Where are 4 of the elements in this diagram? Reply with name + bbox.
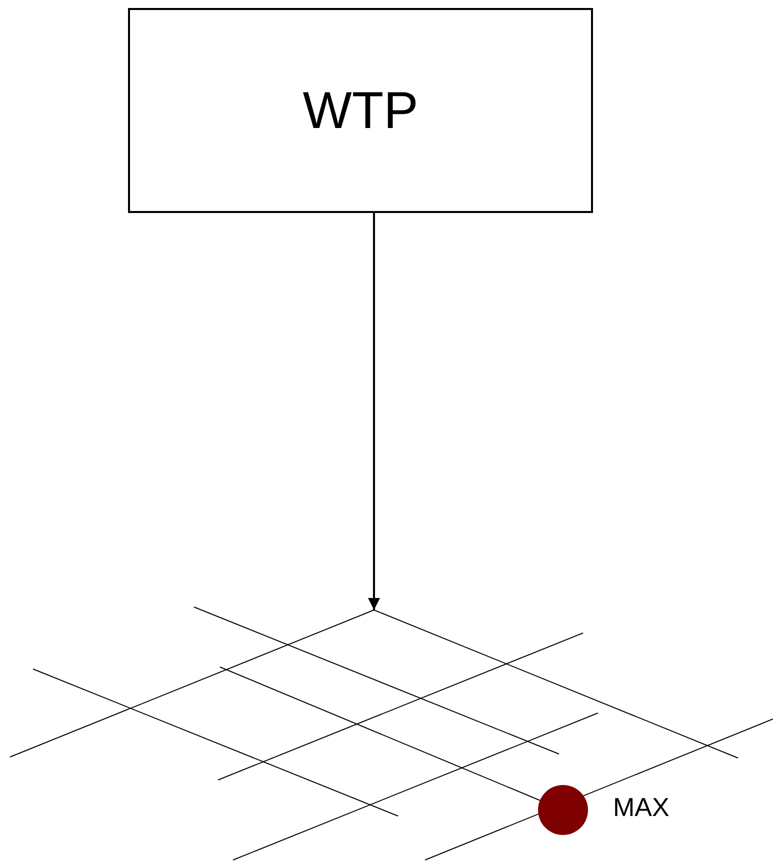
node-label: WTP [302,80,418,140]
arrow [368,213,380,610]
process-box [128,8,593,213]
point-label: MAX [613,792,670,823]
